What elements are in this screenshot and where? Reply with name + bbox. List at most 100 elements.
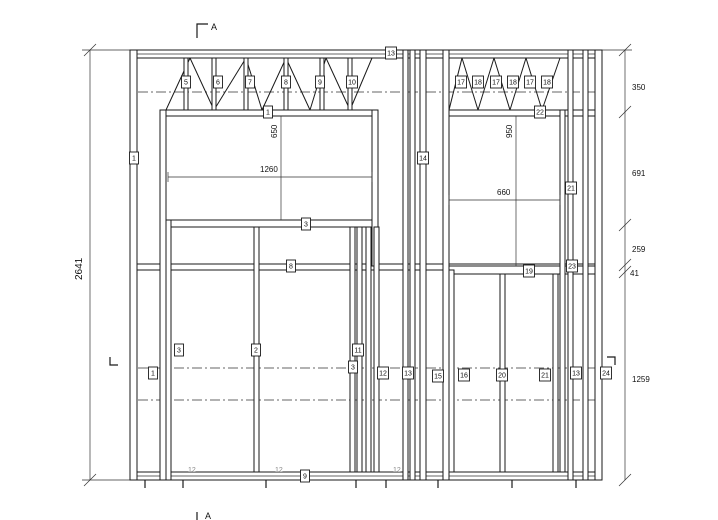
member-tag: 6 bbox=[213, 75, 223, 89]
member-tag: 20 bbox=[496, 368, 508, 382]
dim-259: 259 bbox=[632, 245, 646, 254]
member-tag: 24 bbox=[600, 366, 612, 380]
member-tag-label: 23 bbox=[568, 264, 576, 271]
member-tag: 18 bbox=[472, 75, 484, 89]
truss-diagonal bbox=[285, 57, 311, 111]
bottom-plate bbox=[129, 471, 603, 481]
member-tag-label: 5 bbox=[184, 80, 188, 87]
member-tag-label: 11 bbox=[354, 348, 361, 355]
member-tag-label: 21 bbox=[567, 186, 575, 193]
member-tag-label: 1 bbox=[151, 371, 155, 378]
section-mark-bottom: A bbox=[196, 511, 211, 520]
dim-1259: 1259 bbox=[632, 375, 650, 384]
member-tag-label: 6 bbox=[216, 80, 220, 87]
member-tag-label: 24 bbox=[602, 371, 610, 378]
member-tag: 9 bbox=[300, 469, 310, 483]
overall-height-dimension: 2641 bbox=[74, 43, 132, 487]
member-tag: 1 bbox=[129, 151, 139, 165]
member-tag-label: 12 bbox=[379, 371, 387, 378]
member-tag: 15 bbox=[432, 369, 444, 383]
member-tag-label: 8 bbox=[284, 80, 288, 87]
member-tag-label: 20 bbox=[498, 373, 506, 380]
member-tag-label: 8 bbox=[289, 264, 293, 271]
member-tag-label: 21 bbox=[541, 373, 549, 380]
member-tag-label: 9 bbox=[318, 80, 322, 87]
member-tag-label: 1 bbox=[266, 110, 270, 117]
member-tag: 9 bbox=[315, 75, 325, 89]
member-tag: 17 bbox=[524, 75, 536, 89]
left-window-height-text: 650 bbox=[270, 124, 279, 138]
member-tag: 11 bbox=[352, 343, 364, 357]
truss-diagonal bbox=[261, 57, 287, 111]
overall-height-text: 2641 bbox=[74, 257, 85, 280]
member-tag: 7 bbox=[245, 75, 255, 89]
member-tag: 10 bbox=[346, 75, 358, 89]
right-dimension-chain: 350 691 259 41 1259 bbox=[602, 43, 650, 487]
dim-41: 41 bbox=[630, 269, 639, 278]
member-tag: 18 bbox=[541, 75, 553, 89]
member-tag-label: 18 bbox=[474, 80, 482, 87]
member-tag-label: 3 bbox=[177, 348, 181, 355]
member-tag: 13 bbox=[402, 366, 414, 380]
member-tag: 5 bbox=[181, 75, 191, 89]
member-tag-label: 18 bbox=[509, 80, 517, 87]
member-tag: 21 bbox=[539, 368, 551, 382]
member-tag-label: 15 bbox=[434, 374, 442, 381]
member-tag-label: 17 bbox=[492, 80, 500, 87]
member-tag: 2 bbox=[251, 343, 261, 357]
member-tag: 19 bbox=[523, 264, 535, 278]
member-tag: 13 bbox=[570, 366, 582, 380]
faint-label: 12 bbox=[275, 467, 283, 474]
left-truss bbox=[165, 57, 373, 111]
member-tag: 3 bbox=[174, 343, 184, 357]
member-tag-label: 17 bbox=[457, 80, 465, 87]
top-plate bbox=[129, 49, 603, 59]
member-tag: 8 bbox=[286, 259, 296, 273]
member-tag-label: 16 bbox=[460, 373, 468, 380]
right-header bbox=[442, 109, 602, 117]
truss-diagonal bbox=[349, 57, 373, 111]
member-tag-label: 3 bbox=[304, 222, 308, 229]
member-tag-label: 13 bbox=[387, 51, 395, 58]
member-tag: 17 bbox=[455, 75, 467, 89]
left-window-width-text: 1260 bbox=[260, 165, 278, 174]
truss-diagonal bbox=[477, 57, 495, 111]
truss-diagonal bbox=[461, 57, 479, 111]
member-tag-label: 19 bbox=[525, 269, 533, 276]
left-window-dimensions: 1260 650 bbox=[167, 116, 373, 220]
member-tag: 17 bbox=[490, 75, 502, 89]
member-tag-label: 17 bbox=[526, 80, 534, 87]
member-tag: 8 bbox=[281, 75, 291, 89]
section-arrow-left bbox=[109, 357, 118, 366]
member-tag-label: 13 bbox=[572, 371, 580, 378]
member-tag: 3 bbox=[301, 217, 311, 231]
section-arrow-right bbox=[607, 356, 616, 365]
member-tag-label: 18 bbox=[543, 80, 551, 87]
member-tag-label: 13 bbox=[404, 371, 412, 378]
dim-691: 691 bbox=[632, 169, 646, 178]
right-window-dimensions: 660 950 bbox=[448, 116, 561, 266]
member-tag: 12 bbox=[377, 366, 389, 380]
member-tag: 16 bbox=[458, 368, 470, 382]
member-tag: 14 bbox=[417, 151, 429, 165]
member-tag-label: 14 bbox=[419, 156, 427, 163]
right-window-width-text: 660 bbox=[497, 188, 511, 197]
anchor-bolts bbox=[144, 480, 577, 488]
member-tag-label: 7 bbox=[248, 80, 252, 87]
member-tag-label: 3 bbox=[351, 365, 355, 372]
member-tag: 1 bbox=[148, 366, 158, 380]
section-mark-top: A bbox=[196, 22, 217, 38]
left-window-sill bbox=[159, 219, 379, 228]
faint-label: 12 bbox=[188, 467, 196, 474]
member-tag-label: 22 bbox=[536, 110, 544, 117]
truss-diagonal bbox=[325, 57, 351, 111]
right-window-height-text: 950 bbox=[505, 124, 514, 138]
section-mark-bottom-label: A bbox=[205, 511, 211, 520]
member-tag: 18 bbox=[507, 75, 519, 89]
member-tag: 13 bbox=[385, 46, 397, 60]
dim-350: 350 bbox=[632, 83, 646, 92]
faint-label: 12 bbox=[393, 467, 401, 474]
member-tag-label: 9 bbox=[303, 474, 307, 481]
